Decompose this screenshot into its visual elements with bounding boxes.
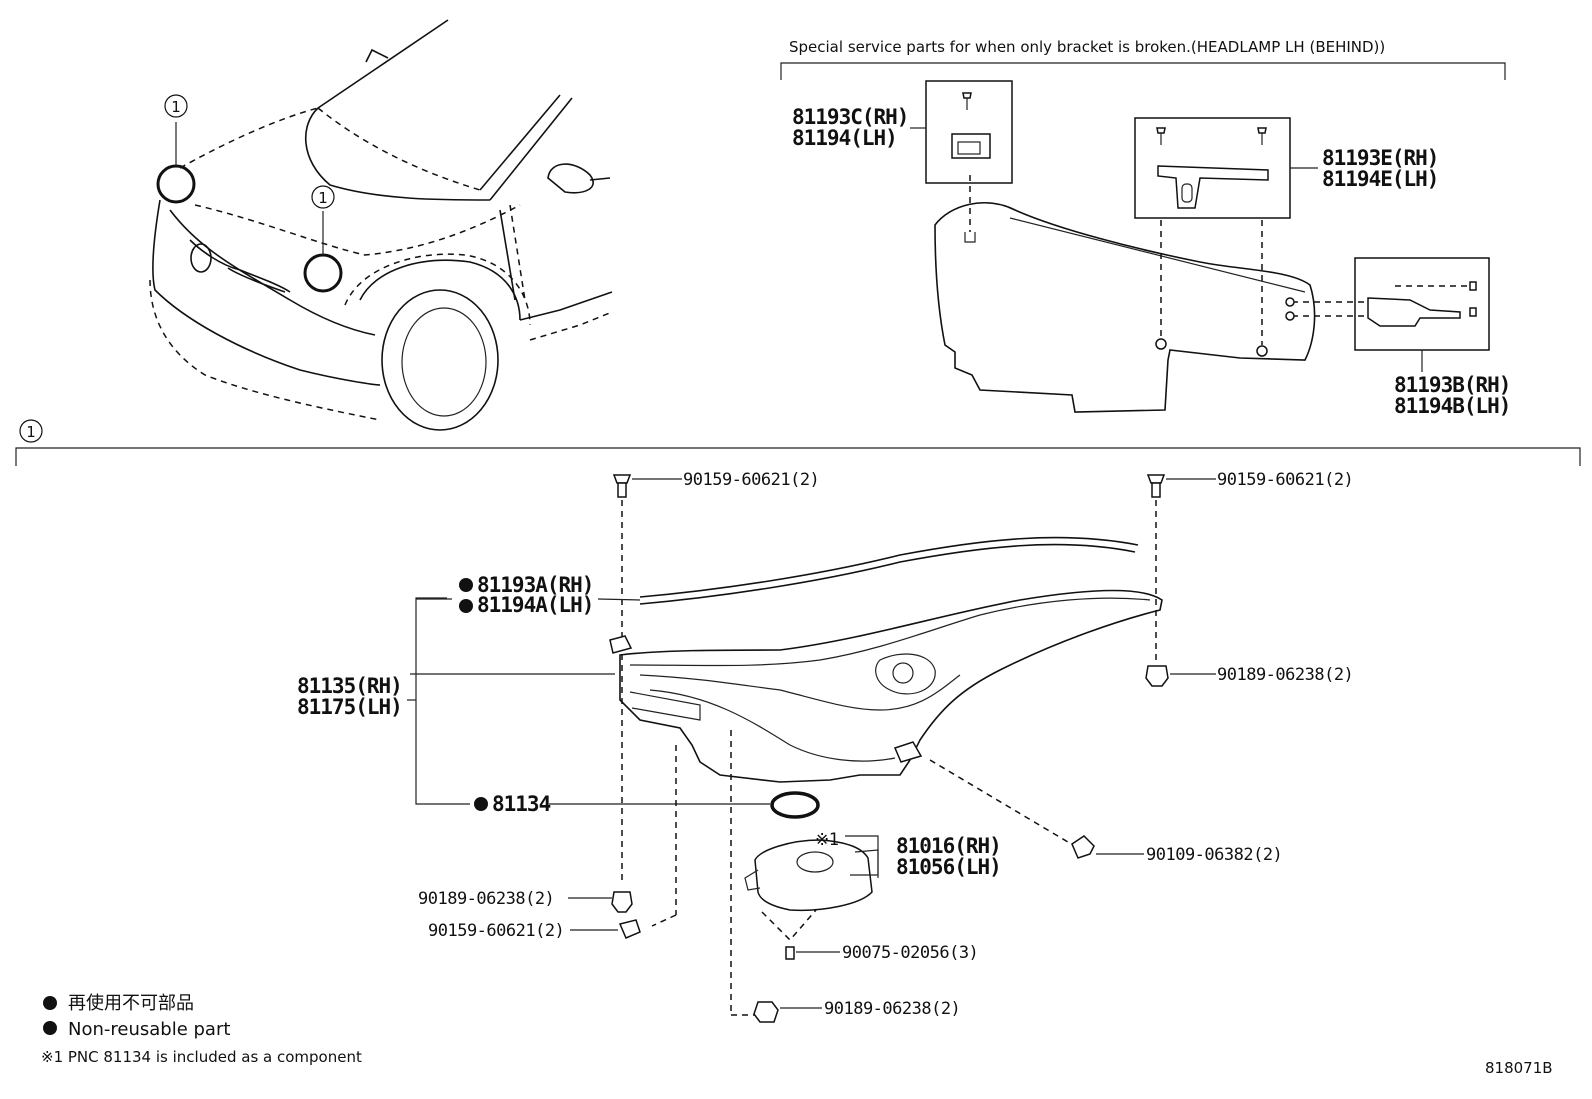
illustration-code: 818071B [1485, 1059, 1553, 1077]
headlamp-exploded-view: 90159-60621(2) 90159-60621(2) 90189-0623… [297, 470, 1354, 1023]
bolt-icon [1071, 835, 1095, 859]
label-90159-top-right: 90159-60621(2) [1217, 470, 1353, 490]
ballast-81016 [754, 839, 873, 912]
legend-japanese: 再使用不可部品 [68, 993, 194, 1014]
label-81134: 81134 [492, 792, 551, 816]
label-81194: 81194(LH) [792, 126, 897, 150]
section-callout-marker [19, 419, 43, 443]
bracket-81193E-icon [1157, 165, 1269, 209]
headlamp-assembly [619, 589, 1163, 783]
label-90075: 90075-02056(3) [842, 943, 978, 963]
label-81135: 81135(RH) [297, 674, 402, 698]
clip-icon [753, 1001, 779, 1023]
clip-icon [1145, 665, 1169, 687]
label-81016: 81016(RH) [896, 834, 1001, 858]
label-81193A: 81193A(RH) [477, 573, 593, 597]
headlamp-location-ring-left [156, 164, 196, 204]
headlamp-location-ring-right [303, 253, 343, 293]
callout-number: 1 [171, 98, 181, 116]
legend-dot [43, 996, 57, 1010]
screw-icon [962, 92, 972, 99]
screw-icon [785, 946, 795, 960]
label-81175: 81175(LH) [297, 695, 402, 719]
o-ring-81134 [770, 791, 820, 819]
non-reusable-dot [459, 578, 473, 592]
callout-marker [164, 94, 188, 118]
bolt-icon [618, 919, 641, 939]
special-service-heading: Special service parts for when only brac… [789, 38, 1385, 56]
label-ref-mark: ※1 [815, 830, 839, 850]
gasket-81193A [639, 536, 1139, 598]
non-reusable-dot [459, 599, 473, 613]
label-81194E: 81194E(LH) [1322, 167, 1438, 191]
label-90189-bottom: 90189-06238(2) [824, 999, 960, 1019]
label-81193E: 81193E(RH) [1322, 146, 1438, 170]
bolt-icon [612, 474, 632, 484]
part-box-81193C [925, 80, 1013, 184]
callout-number: 1 [318, 189, 328, 207]
label-90159-left: 90159-60621(2) [428, 921, 564, 941]
legend-dot [43, 1021, 57, 1035]
bracket-81193B-icon [1367, 297, 1461, 327]
label-90189-right: 90189-06238(2) [1217, 665, 1353, 685]
legend: 再使用不可部品 Non-reusable part ※1 PNC 81134 i… [41, 993, 362, 1066]
screw-icon [1469, 281, 1477, 291]
label-90189-left: 90189-06238(2) [418, 889, 554, 909]
label-81194B: 81194B(LH) [1394, 394, 1510, 418]
special-service-section: Special service parts for when only brac… [780, 38, 1511, 418]
vehicle-front-illustration: 1 1 [149, 19, 613, 431]
bolt-icon [1146, 474, 1166, 484]
section-callout-number: 1 [26, 423, 36, 441]
callout-marker [311, 185, 335, 209]
label-90109: 90109-06382(2) [1146, 845, 1282, 865]
legend-note-1: ※1 PNC 81134 is included as a component [41, 1048, 362, 1066]
screw-icon [1156, 127, 1166, 134]
non-reusable-dot [474, 797, 488, 811]
label-81056: 81056(LH) [896, 855, 1001, 879]
label-81193B: 81193B(RH) [1394, 373, 1510, 397]
label-bracket [415, 597, 470, 805]
clip-icon [611, 891, 633, 913]
label-90159-top-left: 90159-60621(2) [683, 470, 819, 490]
label-81193C: 81193C(RH) [792, 105, 908, 129]
section-bracket [15, 447, 1581, 466]
screw-icon [1469, 307, 1477, 317]
label-81194A: 81194A(LH) [477, 593, 593, 617]
legend-non-reusable: Non-reusable part [68, 1019, 230, 1040]
screw-icon [1257, 127, 1267, 134]
